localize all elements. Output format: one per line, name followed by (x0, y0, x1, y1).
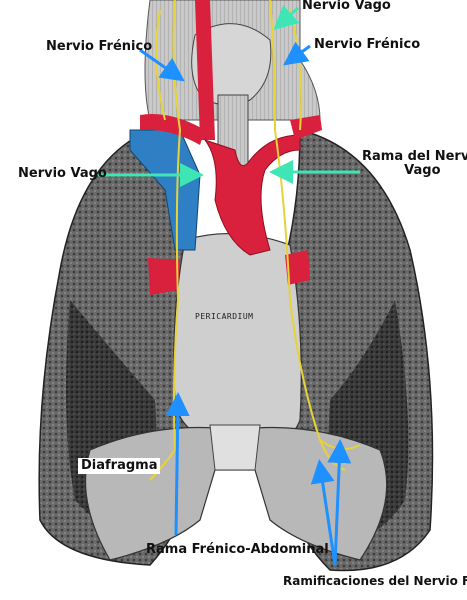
arrow-frenico-left (139, 48, 185, 82)
arrow-vago-top (273, 5, 300, 31)
right-subclavian (290, 115, 322, 140)
arrow-ramif-1 (310, 459, 337, 566)
pulmonary-artery-right (285, 250, 310, 285)
label-pericardium: PERICARDIUM (195, 312, 254, 321)
left-carotid (195, 0, 215, 140)
pulmonary-artery-left (148, 258, 180, 295)
aortic-arch (203, 134, 301, 256)
subclavian-left (140, 114, 205, 145)
superior-vena-cava (129, 129, 201, 251)
label-nervio-vago-top: Nervio Vago (302, 0, 391, 13)
label-ramificaciones-nervio-frenico: Ramificaciones del Nervio Frénico (283, 574, 467, 588)
arrow-frenico-right (283, 41, 311, 66)
label-nervio-frenico-right: Nervio Frénico (314, 37, 421, 52)
label-nervio-frenico-left: Nervio Frénico (46, 39, 153, 54)
arrow-ramif-2 (327, 439, 352, 566)
label-rama-frenico-abdominal: Rama Frénico-Abdominal (146, 542, 329, 557)
label-diafragma: Diafragma (78, 458, 161, 474)
arrow-rama-frenico-abd (165, 392, 190, 536)
label-nervio-vago-left: Nervio Vago (18, 166, 107, 181)
central-tendon (209, 424, 261, 471)
pericardium (173, 232, 302, 447)
label-rama-nervio-vago: Rama del Nervio Vago (362, 149, 467, 178)
